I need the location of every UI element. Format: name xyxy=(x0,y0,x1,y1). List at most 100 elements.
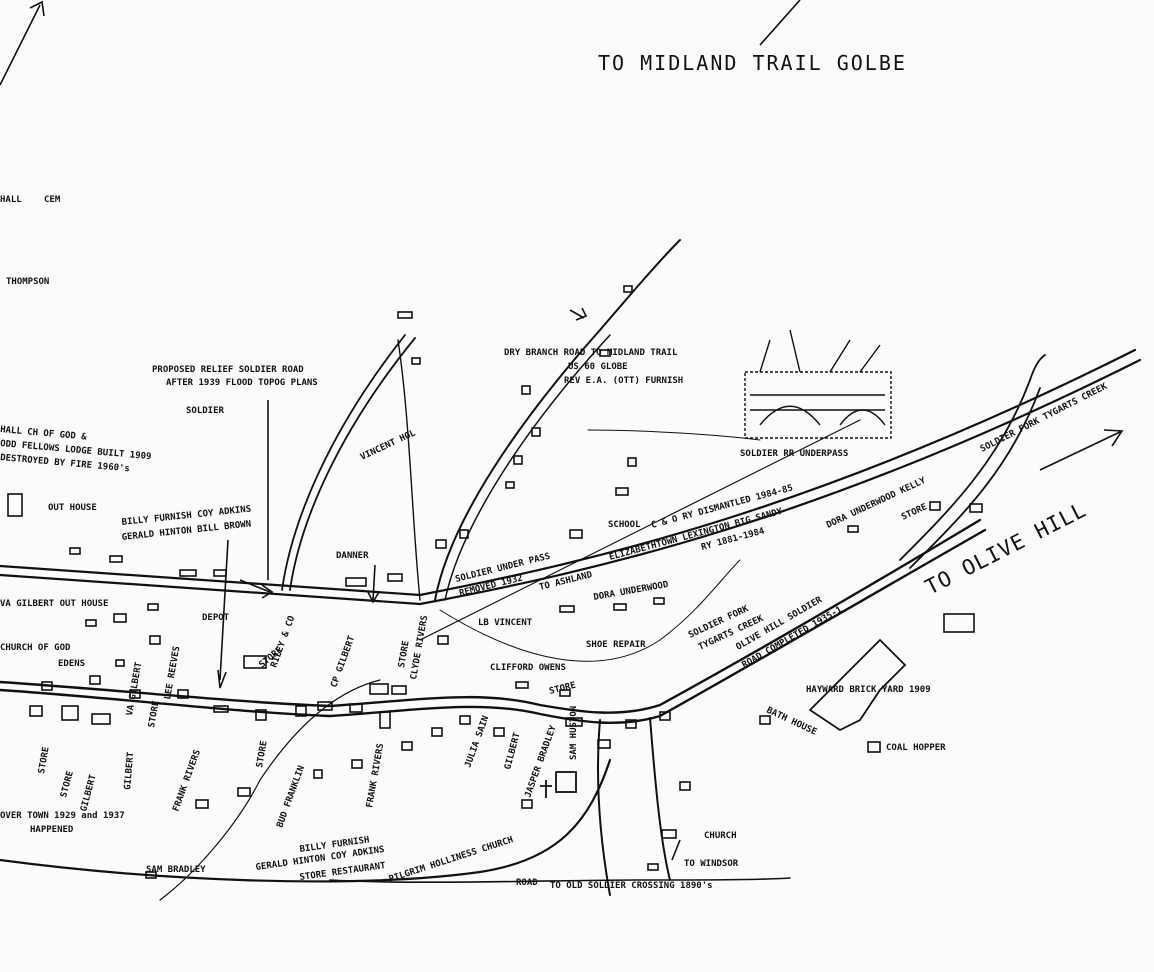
building xyxy=(559,689,571,697)
proposed-relief-road xyxy=(289,337,416,591)
label-hayward-brick: HAYWARD BRICK YARD 1909 xyxy=(806,685,931,695)
label-dora-underwood-kelly: DORA UNDERWOOD KELLY xyxy=(825,476,928,531)
label-clyde-rivers: CLYDE RIVERS xyxy=(409,615,430,681)
label-thompson: THOMPSON xyxy=(6,277,49,287)
label-flood-town: OVER TOWN 1929 and 1937 xyxy=(0,811,125,821)
building xyxy=(435,539,447,549)
label-danner: DANNER xyxy=(336,551,369,561)
building xyxy=(145,871,157,879)
label-wl-hall: HALL xyxy=(0,195,22,205)
building xyxy=(625,719,637,729)
label-store-sw2: STORE xyxy=(59,770,76,799)
building xyxy=(41,681,53,691)
label-sam-bradley: SAM BRADLEY xyxy=(146,865,206,875)
building xyxy=(295,705,307,717)
label-flood-happened: HAPPENED xyxy=(30,825,74,835)
building xyxy=(85,619,97,627)
label-proposed-relief-road: PROPOSED RELIEF SOLDIER ROAD xyxy=(152,365,304,375)
building xyxy=(759,715,771,725)
building xyxy=(177,689,189,699)
building xyxy=(29,705,43,717)
label-cp-gilbert: CP GILBERT xyxy=(329,634,357,689)
label-va-gilbert: VA GILBERT xyxy=(125,661,144,717)
building xyxy=(627,457,637,467)
building xyxy=(513,455,523,465)
label-church-e: CHURCH xyxy=(704,831,737,841)
building xyxy=(521,385,531,395)
olive-hill-road xyxy=(899,354,1046,561)
building xyxy=(387,573,403,582)
building xyxy=(505,481,515,489)
label-frank-rivers-sw: FRANK RIVERS xyxy=(171,748,203,813)
label-store: STORE xyxy=(147,700,162,728)
building xyxy=(195,799,209,809)
building xyxy=(615,487,629,496)
label-to-midland-trail: TO MIDLAND TRAIL GOLBE xyxy=(598,51,907,75)
building xyxy=(679,781,691,791)
building xyxy=(647,863,659,871)
building xyxy=(459,529,469,539)
building xyxy=(113,613,127,623)
building xyxy=(431,727,443,737)
building xyxy=(659,711,671,721)
label-dry-branch-road: DRY BRANCH ROAD TO MIDLAND TRAIL xyxy=(504,348,678,358)
creek xyxy=(159,419,861,901)
building xyxy=(565,717,583,727)
building xyxy=(521,799,533,809)
label-edens: EDENS xyxy=(58,659,85,669)
label-clifford-owens: CLIFFORD OWENS xyxy=(490,663,566,673)
vincent-hol-road xyxy=(397,339,421,601)
building xyxy=(345,577,367,587)
arrows xyxy=(0,0,1124,861)
railroad-track xyxy=(0,348,1142,606)
building xyxy=(437,635,449,645)
building xyxy=(351,759,363,769)
building xyxy=(7,493,23,517)
building xyxy=(213,705,229,713)
building xyxy=(237,787,251,797)
label-gilbert-sw: GILBERT xyxy=(123,751,136,790)
building xyxy=(515,681,529,689)
building xyxy=(459,715,471,725)
main-road xyxy=(0,518,987,724)
building xyxy=(847,525,859,533)
building xyxy=(213,569,227,577)
label-lee-reeves: LEE REEVES xyxy=(163,645,182,700)
label-store-rivers: STORE xyxy=(397,640,412,668)
label-to-old-soldier: TO OLD SOLDIER CROSSING 1890's xyxy=(550,881,713,891)
building xyxy=(493,727,505,737)
building xyxy=(411,357,421,365)
building xyxy=(115,659,125,667)
building xyxy=(613,603,627,611)
building xyxy=(69,547,81,555)
building xyxy=(599,349,611,357)
building xyxy=(661,829,677,839)
label-us60-globe: US 60 GLOBE xyxy=(568,362,628,372)
building xyxy=(149,635,161,645)
label-depot: DEPOT xyxy=(202,613,230,623)
building xyxy=(243,655,267,669)
label-to-windsor: TO WINDSOR xyxy=(684,859,739,869)
building xyxy=(313,769,323,779)
buildings xyxy=(7,285,983,879)
label-julia-sain: JULIA SAIN xyxy=(463,715,491,769)
building xyxy=(129,689,141,699)
building xyxy=(531,427,541,437)
label-store-sw1: STORE xyxy=(37,746,52,774)
building xyxy=(147,603,159,611)
building xyxy=(61,705,79,721)
label-store-owens: STORE xyxy=(548,681,577,697)
building xyxy=(623,285,633,293)
building xyxy=(91,713,111,725)
label-cp-gilbert-sw: GILBERT xyxy=(79,773,99,813)
building xyxy=(179,569,197,577)
label-after-flood: AFTER 1939 FLOOD TOPOG PLANS xyxy=(166,378,318,388)
underpass-sketch xyxy=(744,329,892,439)
building xyxy=(317,701,333,711)
building xyxy=(929,501,941,511)
label-school: SCHOOL xyxy=(608,520,641,530)
label-store-b: STORE xyxy=(255,740,270,768)
label-store-ne: STORE xyxy=(900,502,929,523)
building xyxy=(559,605,575,613)
